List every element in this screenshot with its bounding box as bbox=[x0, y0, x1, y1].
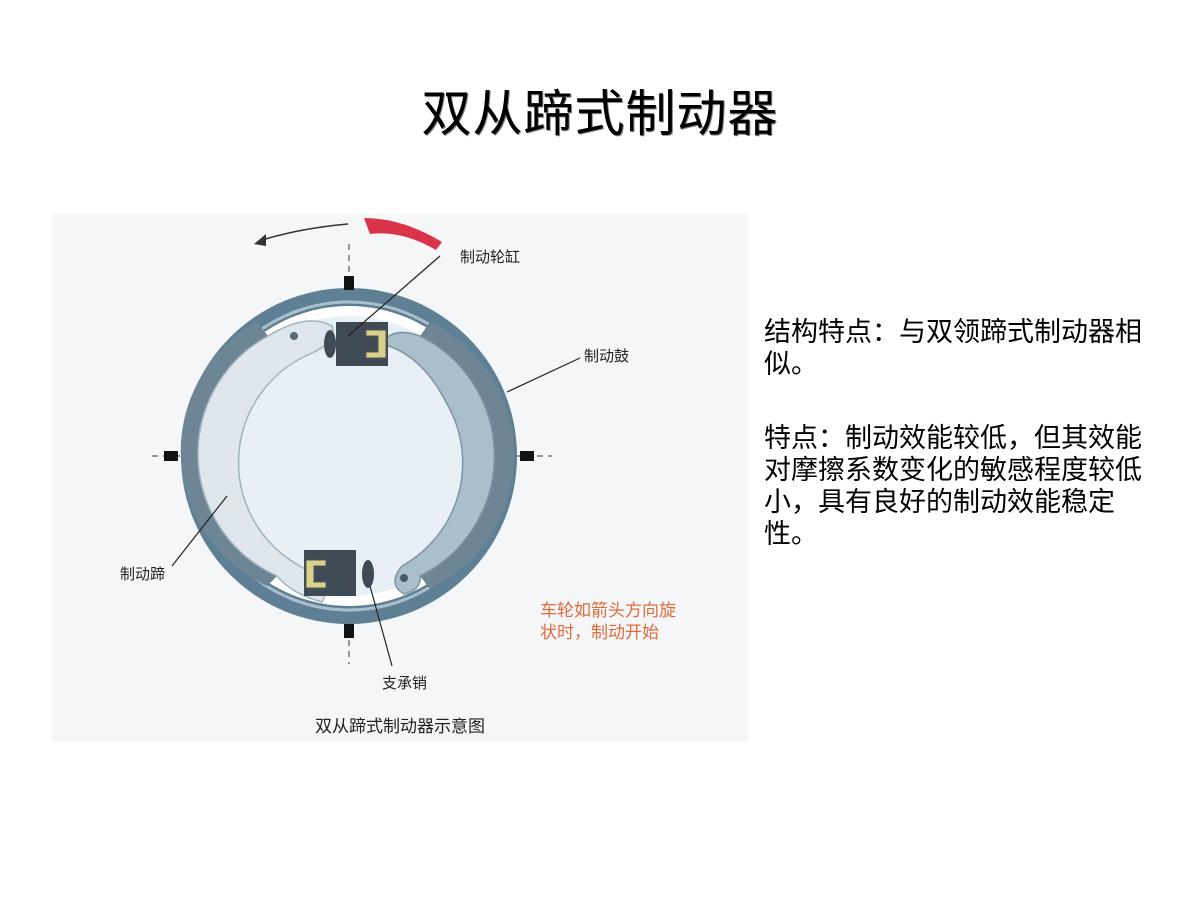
features-description: 特点：制动效能较低，但其效能对摩擦系数变化的敏感程度较低小，具有良好的制动效能稳… bbox=[764, 423, 1142, 550]
label-wheel-cylinder: 制动轮缸 bbox=[460, 248, 520, 266]
diagram-caption: 双从蹄式制动器示意图 bbox=[315, 717, 485, 737]
top-cylinder-cup bbox=[365, 329, 387, 359]
left-shoe-lining bbox=[180, 322, 277, 586]
bottom-piston bbox=[362, 560, 374, 588]
label-shoe: 制动蹄 bbox=[120, 565, 165, 583]
backing-plate bbox=[209, 316, 489, 596]
note-line-1: 车轮如箭头方向旋 bbox=[540, 601, 676, 621]
structure-description: 结构特点：与双领蹄式制动器相似。 bbox=[764, 317, 1142, 380]
brake-diagram: 制动轮缸 制动鼓 制动蹄 支承销 车轮如箭头方向旋 状时，制动开始 双从蹄式制动… bbox=[52, 214, 748, 742]
leader-shoe bbox=[171, 495, 228, 567]
right-shoe-lining bbox=[420, 322, 515, 589]
right-shoe-web bbox=[380, 331, 496, 595]
brake-diagram-svg: 制动轮缸 制动鼓 制动蹄 支承销 车轮如箭头方向旋 状时，制动开始 双从蹄式制动… bbox=[120, 218, 676, 737]
drum-notch-right bbox=[520, 451, 534, 461]
left-shoe-web bbox=[197, 320, 334, 603]
label-drum: 制动鼓 bbox=[584, 347, 629, 365]
label-support-pin: 支承销 bbox=[382, 674, 427, 692]
right-shoe-hole bbox=[400, 574, 408, 582]
drum-notch-top bbox=[344, 276, 354, 290]
note-line-2: 状时，制动开始 bbox=[540, 623, 659, 643]
top-piston bbox=[324, 330, 336, 358]
rotation-arrowhead bbox=[254, 234, 266, 246]
leader-drum bbox=[506, 357, 581, 393]
drum-notch-left bbox=[164, 451, 178, 461]
rotation-arrow-line bbox=[261, 223, 349, 241]
slide-title: 双从蹄式制动器 bbox=[421, 85, 779, 143]
drum-notch-bottom bbox=[344, 624, 354, 638]
bottom-cylinder-cup bbox=[305, 559, 327, 589]
leader-support-pin bbox=[369, 585, 393, 667]
leader-wheel-cylinder bbox=[347, 255, 441, 337]
left-shoe-hole bbox=[290, 332, 298, 340]
rotation-red-marker bbox=[364, 218, 442, 250]
